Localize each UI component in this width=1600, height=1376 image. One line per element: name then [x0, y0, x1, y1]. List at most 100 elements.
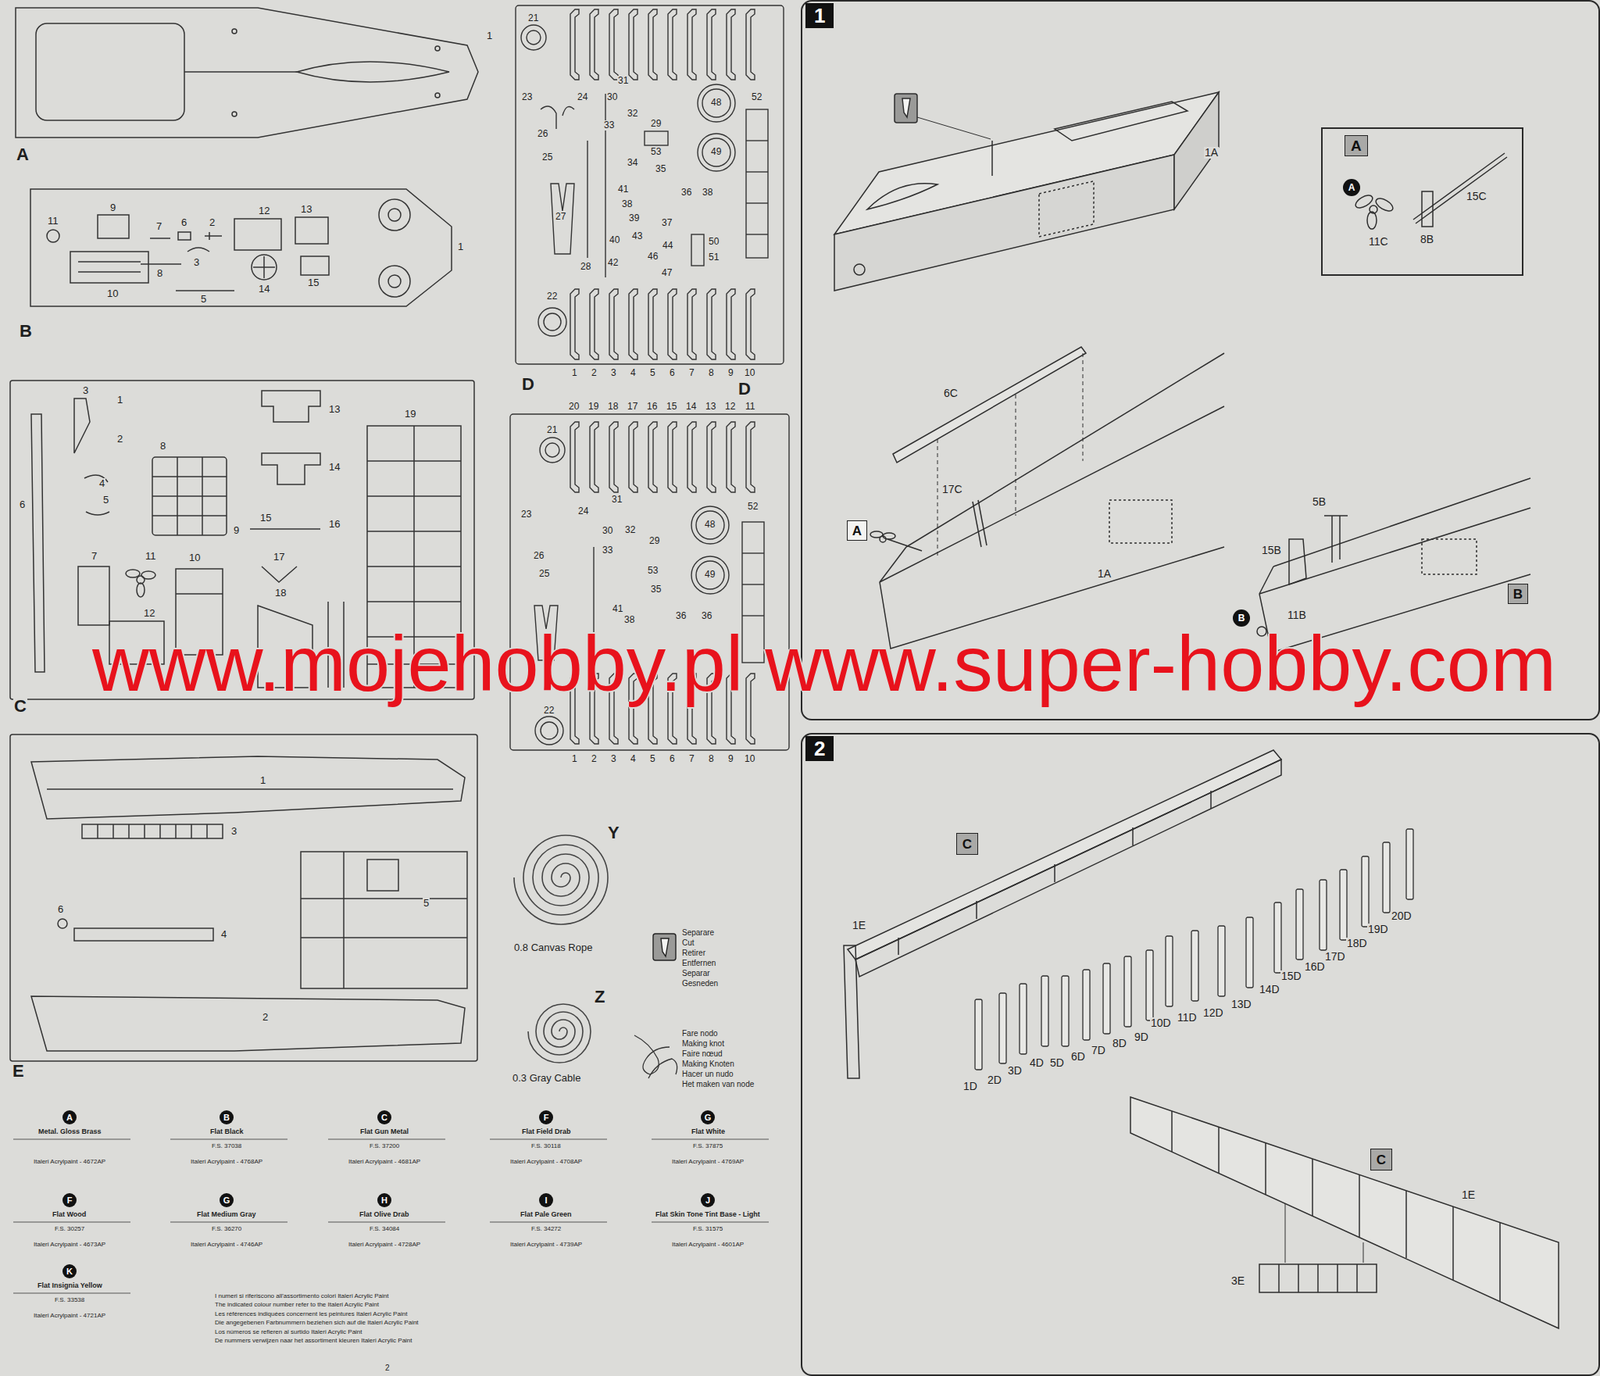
sprue-b	[263, 256, 265, 279]
sprue-c	[367, 495, 461, 497]
propeller-drawing	[1413, 153, 1508, 224]
callout-number: 11D	[1176, 1011, 1198, 1024]
badge-letter: A	[1348, 182, 1356, 193]
legend-rule	[13, 1139, 769, 1293]
sprue-d	[746, 139, 768, 141]
symbol-caption: Faire nœud	[681, 1049, 724, 1058]
sprue-c	[250, 528, 321, 530]
legend-rule	[328, 1139, 446, 1140]
part-number: 41	[617, 184, 629, 195]
part-number: 44	[661, 240, 674, 251]
part-number: 1	[457, 241, 465, 253]
sprue-b	[150, 237, 171, 240]
sprue-c	[367, 530, 461, 533]
symbol-caption: Cut	[681, 938, 696, 947]
keel-drawing	[1264, 1142, 1267, 1195]
keel-drawing	[1363, 1242, 1365, 1263]
part-number: 6	[180, 217, 188, 229]
part-number: 1	[571, 753, 579, 765]
paint-code-circle: F	[62, 1192, 77, 1208]
sprue-e	[74, 928, 214, 941]
part-number: 21	[546, 425, 558, 436]
sprue-d	[609, 421, 618, 493]
sprue-d	[550, 183, 575, 254]
part-number: D	[737, 379, 752, 399]
watermark: www.mojehobby.pl www.super-hobby.com	[92, 624, 1557, 704]
paint-legend-text: Flat Gun Metal	[359, 1128, 410, 1136]
sprue-d	[628, 9, 638, 80]
hull-drawing	[1109, 500, 1172, 543]
callout-number: 5D	[1049, 1057, 1065, 1069]
sprue-d	[746, 109, 768, 258]
sprue-c	[367, 460, 461, 462]
badge-letter: I	[544, 1196, 547, 1205]
part-number: 13	[328, 403, 341, 415]
keel-drawing	[1210, 790, 1212, 809]
part-number: 52	[746, 501, 759, 512]
part-number: 18	[274, 587, 287, 599]
step-number: 2	[805, 735, 834, 761]
legend-rule	[651, 1221, 769, 1223]
part-number: E	[11, 1061, 25, 1081]
part-number: 15	[307, 277, 320, 289]
cut-symbol	[660, 938, 669, 957]
hull-drawing	[879, 546, 907, 583]
part-number: 8	[707, 367, 715, 379]
part-number: 7	[688, 367, 696, 379]
symbol-caption: Gesneden	[681, 978, 719, 988]
sprue-d	[540, 106, 557, 129]
keel-drawing	[1405, 1190, 1408, 1258]
badge-letter: F	[543, 1113, 550, 1122]
part-number: 34	[626, 157, 639, 168]
part-number: 52	[750, 92, 763, 103]
legend-rule	[170, 1221, 288, 1223]
sprue-d	[707, 421, 716, 493]
part-number: 31	[617, 75, 629, 86]
sprue-d	[562, 106, 575, 116]
frame-drawing	[1082, 969, 1090, 1040]
sprue-b	[378, 265, 411, 297]
sprue-e	[82, 824, 223, 839]
sprue-b	[70, 251, 149, 283]
sprue-d	[746, 421, 755, 493]
part-number: 17	[272, 551, 286, 563]
sprue-d	[609, 9, 618, 80]
hull-drawing	[991, 140, 993, 176]
sprue-c	[176, 457, 179, 536]
keel-drawing	[1297, 1264, 1300, 1293]
part-number: 30	[606, 92, 618, 103]
part-number: 5	[649, 753, 657, 765]
badge-letter: J	[705, 1196, 711, 1205]
hull-drawing	[1421, 539, 1477, 575]
symbol-caption: Retirer	[681, 948, 707, 958]
sprue-d	[696, 560, 725, 590]
paint-legend-text: Italeri Acrylpaint - 4721AP	[32, 1312, 107, 1320]
keel-drawing	[1311, 1158, 1314, 1216]
sprue-d	[539, 437, 565, 463]
keel-drawing	[1132, 827, 1134, 846]
sprue-e	[367, 859, 399, 891]
frame-drawing	[1361, 856, 1369, 927]
symbol-caption: Fare nodo	[681, 1028, 719, 1038]
badge-letter: B	[1513, 587, 1523, 601]
paint-note: I numeri si riferiscono all'assortimento…	[214, 1292, 390, 1300]
badge-letter: H	[381, 1196, 388, 1205]
part-number: 29	[650, 118, 662, 129]
part-number: 50	[707, 236, 720, 247]
legend-rule	[328, 1221, 446, 1223]
sprue-e	[128, 824, 130, 839]
paint-legend-text: Flat Olive Drab	[358, 1210, 411, 1219]
keel-drawing	[1317, 1264, 1319, 1293]
part-number: 49	[703, 569, 716, 580]
callout-number: 4D	[1028, 1057, 1045, 1069]
legend-rule	[651, 1139, 769, 1140]
paint-legend-text: Italeri Acrylpaint - 4769AP	[671, 1158, 745, 1166]
badge-letter: K	[66, 1267, 73, 1276]
frame-drawing	[999, 992, 1007, 1064]
part-number: 10	[743, 753, 756, 765]
hull-drawing	[937, 439, 939, 557]
frame-drawing	[1191, 930, 1199, 1001]
badge-letter: C	[381, 1113, 388, 1122]
sprue-c	[31, 414, 45, 672]
symbol-caption: Making knot	[681, 1039, 725, 1048]
